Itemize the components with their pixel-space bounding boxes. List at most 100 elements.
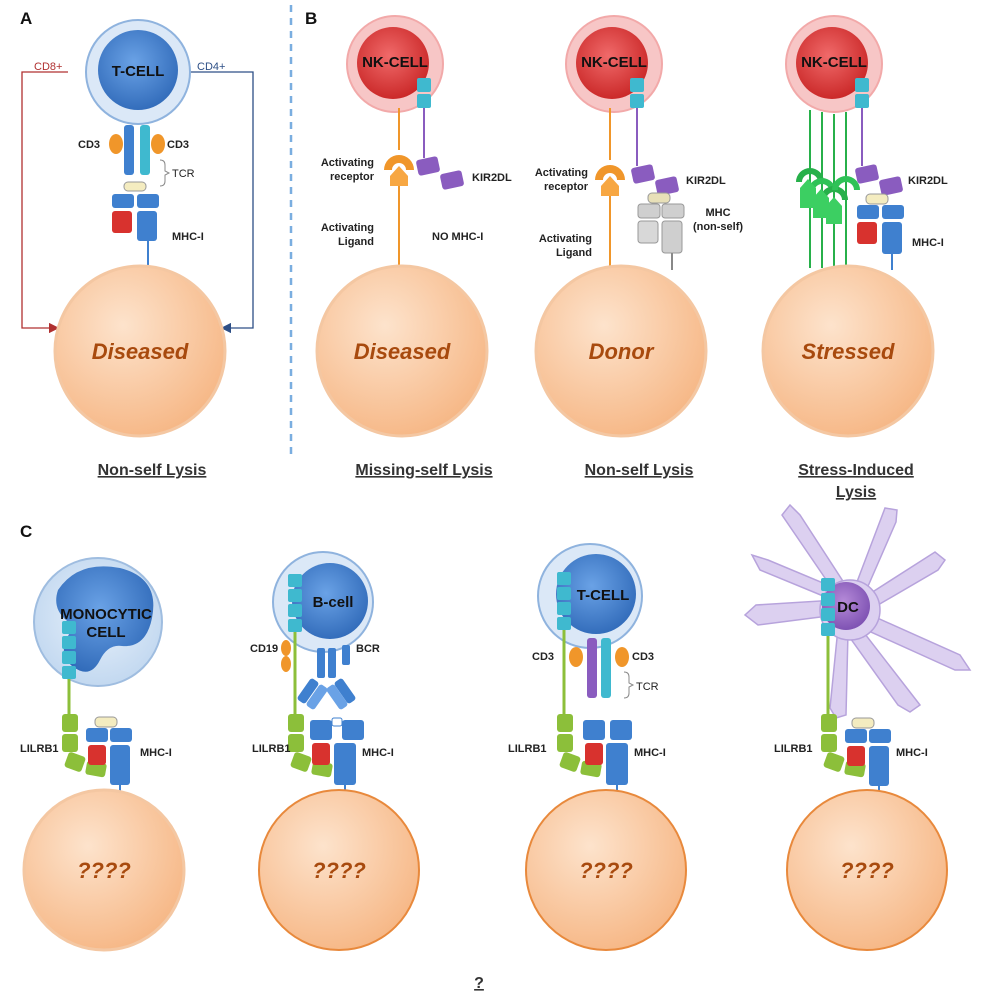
target-cell-label: Diseased [354,339,451,364]
mhc-a3-domain [334,743,356,785]
target-cell-label: ???? [312,858,366,883]
activating-receptor-icon [384,155,414,170]
monocytic-label-1: MONOCYTIC [60,606,152,623]
panel-b3: NK-CELL KIR2DL MHC-I Stressed [761,15,948,501]
stress-ligand-icon-1 [800,179,816,208]
mhc-a2-domain [845,729,867,743]
lilrb1-d4-domain [557,714,573,732]
cd4-label: CD4+ [197,61,225,73]
panel-c1: MONOCYTIC CELL LILRB1 MHC-I ???? [20,557,186,952]
target-cell-label: ???? [840,858,894,883]
mhc-label: MHC-I [634,747,666,759]
lilrb1-d4-domain [288,714,304,732]
panel-b2: NK-CELL KIR2DL Activating receptor Activ… [534,15,743,479]
peptide-icon [865,193,889,205]
lilrb1-d4-domain [62,714,78,732]
non-self-mhc [637,192,685,270]
tcr-beta-chain [140,125,150,175]
lilrb1-itim-1 [288,574,302,587]
tcr-beta-chain [601,638,611,698]
activating-receptor-label-1: Activating [321,157,374,169]
lilrb1-d3-domain [821,734,837,752]
tcr-bracket [159,159,171,187]
lilrb1-itim-2 [821,593,835,606]
peptide-icon [851,717,875,729]
mhc-a2-domain [112,194,134,208]
tcr-alpha-chain [587,638,597,698]
cd3-right-label: CD3 [632,651,654,663]
lilrb1-itim-3 [821,608,835,621]
nk-cell-nucleus [796,27,868,99]
caption-b1: Missing-self Lysis [355,462,492,479]
lilrb1-d2-domain [823,752,845,772]
target-cell [53,264,227,438]
lilrb1-d3-domain [557,734,573,752]
bcr-accessory [342,645,350,665]
cd19-icon-1 [281,640,291,656]
nk-cell-label: NK-CELL [362,54,428,71]
panel-letter-a: A [20,9,32,28]
mhc-a3-domain [882,222,902,254]
bcr-heavy-left [317,648,325,678]
lilrb1-label: LILRB1 [252,743,291,755]
kir-intracellular-1 [630,78,644,92]
lilrb1-itim-1 [557,572,571,585]
lilrb1-itim-4 [62,666,76,679]
bcr-light-right [326,684,348,710]
cd3-right-icon [151,134,165,154]
bcr-label: BCR [356,643,380,655]
panel-letter-b: B [305,9,317,28]
target-cell [315,264,489,438]
nk-cell-label: NK-CELL [581,54,647,71]
cd19-icon-2 [281,656,291,672]
target-cell-label: Donor [589,339,655,364]
mhc-a3-domain [110,745,130,785]
mhc-a1-domain [342,720,364,740]
t-cell-label: T-CELL [112,63,165,80]
stress-receptor-icon-2 [808,178,836,192]
kir-intracellular-1 [417,78,431,92]
lilrb1-itim-1 [62,621,76,634]
mhc-b2m-domain [637,220,659,244]
kir-d1-domain [879,176,903,196]
bcr-heavy-right [328,648,336,678]
kir-label: KIR2DL [686,175,726,187]
tcr-label: TCR [172,168,195,180]
mhc-a1-domain [661,203,685,219]
lilrb1-itim-4 [557,617,571,630]
mhc-label: MHC-I [912,237,944,249]
panel-a: CD8+ CD4+ T-CELL CD3 CD3 TCR MHC-I Disea… [21,19,254,479]
tcr-label: TCR [636,681,659,693]
nk-cell-label: NK-CELL [801,54,867,71]
mhc-a3-domain [661,220,683,254]
monocytic-nucleus [56,566,154,672]
cd3-left-icon [569,647,583,667]
kir-intracellular-2 [855,94,869,108]
kir-label: KIR2DL [472,172,512,184]
no-mhc-label: NO MHC-I [432,231,483,243]
activating-ligand-icon [601,176,619,196]
kir-label: KIR2DL [908,175,948,187]
activating-receptor-label-2: receptor [544,181,589,193]
cd3-right-label: CD3 [167,139,189,151]
mhc-b2m-domain [847,746,865,766]
bcr-antibody [297,645,356,710]
stress-receptor-icon-3 [820,186,848,200]
caption-b2: Non-self Lysis [585,462,694,479]
caption-b3-line2: Lysis [836,484,876,501]
mhc-label: MHC-I [172,231,204,243]
target-cell [534,264,708,438]
activating-receptor-label-2: receptor [330,171,375,183]
mhc-a2-domain [86,728,108,742]
caption-c: ? [474,975,484,992]
stress-ligands [796,110,860,268]
stress-receptor-icon-4 [832,176,860,190]
nk-cell-nucleus [357,27,429,99]
peptide-icon [123,181,147,192]
bcr-light-left [306,684,328,710]
target-cell [22,788,186,952]
caption-a: Non-self Lysis [98,462,207,479]
dc-label: DC [837,599,859,616]
